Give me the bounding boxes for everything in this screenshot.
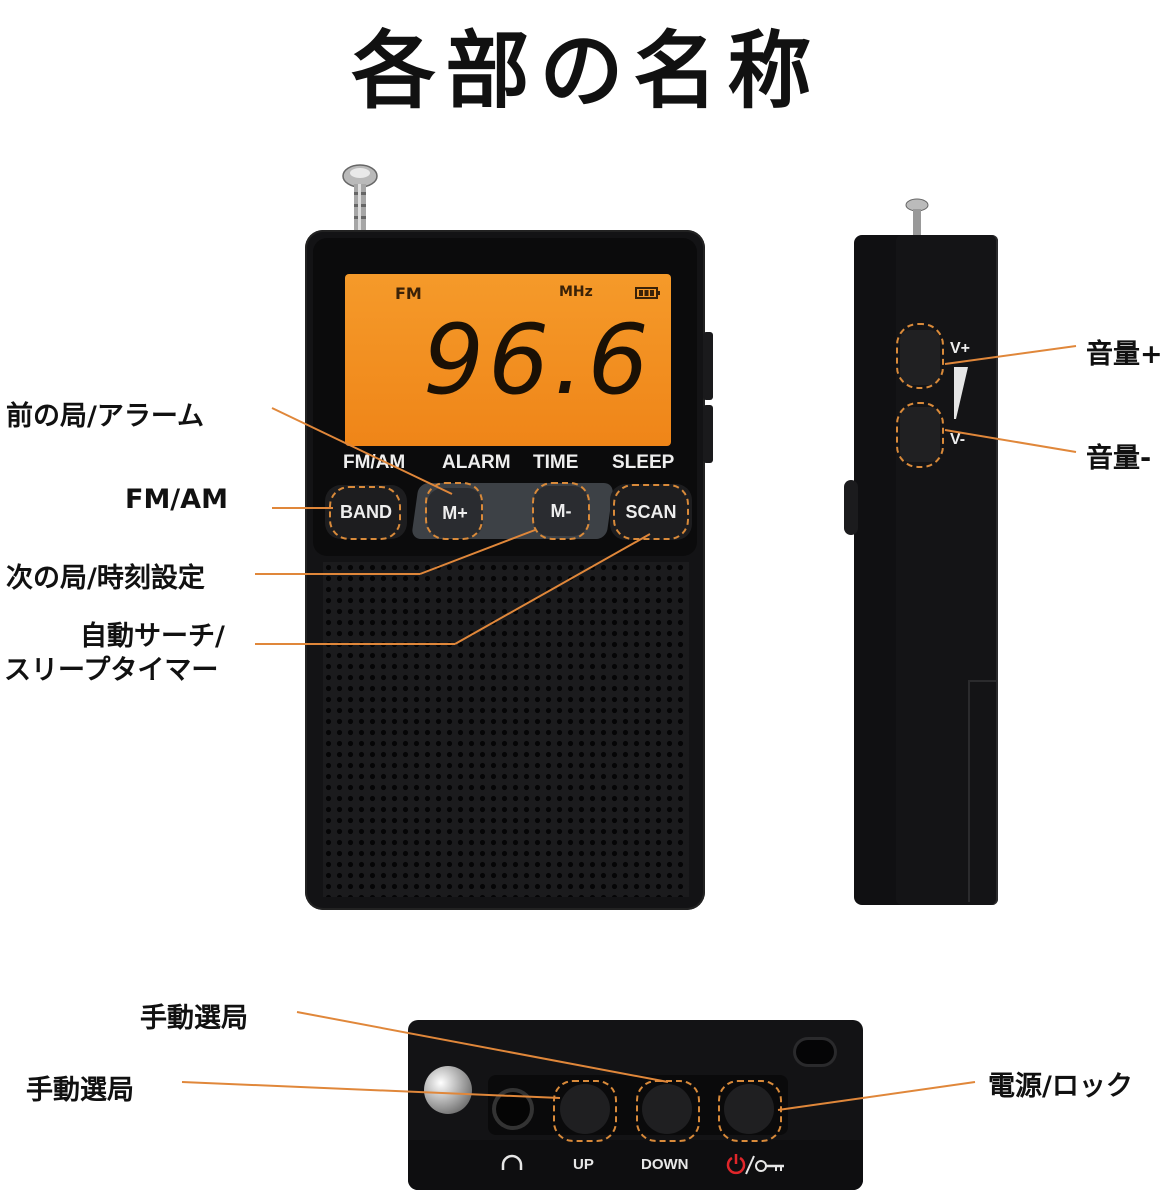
callout-manual-tuning-top: 手動選局 xyxy=(140,1003,248,1034)
volume-up-ring xyxy=(896,323,944,389)
vol-down-mark: V- xyxy=(950,431,966,448)
lcd-unit: MHz xyxy=(559,284,593,300)
callout-next-station: 次の局/時刻設定 xyxy=(6,563,205,594)
lcd-band: FM xyxy=(395,284,422,303)
side-knob xyxy=(844,480,858,535)
speaker-grille xyxy=(323,562,689,897)
down-label: DOWN xyxy=(641,1156,689,1173)
side-radio: V+ V- xyxy=(840,195,1005,910)
lcd-display: FM MHz 96.6 xyxy=(345,274,671,446)
bottom-lip xyxy=(408,1140,863,1190)
page-title: 各部の名称 xyxy=(351,22,822,120)
callout-auto-search-1: 自動サーチ/ xyxy=(80,621,225,652)
m-minus-ring xyxy=(532,482,590,540)
callout-power-lock: 電源/ロック xyxy=(988,1071,1133,1102)
strip-label-fmam: FM/AM xyxy=(343,452,406,473)
lcd-frequency: 96.6 xyxy=(423,304,653,416)
power-lock-icon xyxy=(726,1154,784,1175)
lanyard-hole xyxy=(796,1040,834,1064)
side-nub xyxy=(703,405,713,463)
vol-up-mark: V+ xyxy=(950,340,971,357)
callout-fm-am: FM/AM xyxy=(125,484,228,515)
bottom-radio: UP DOWN xyxy=(408,1020,863,1190)
up-label: UP xyxy=(573,1156,594,1173)
side-nub xyxy=(703,332,713,400)
scan-ring xyxy=(613,484,689,540)
callout-volume-down: 音量- xyxy=(1086,443,1152,474)
callout-prev-station: 前の局/アラーム xyxy=(6,401,205,432)
strip-label-alarm: ALARM xyxy=(442,452,511,473)
up-ring xyxy=(553,1080,617,1142)
antenna-tip-icon xyxy=(905,198,929,240)
headphone-icon xyxy=(501,1154,523,1170)
m-plus-ring xyxy=(425,482,483,540)
headphone-jack xyxy=(496,1092,530,1126)
callout-manual-tuning-left: 手動選局 xyxy=(26,1075,134,1106)
power-ring xyxy=(718,1080,782,1142)
callout-auto-search-2: スリープタイマー xyxy=(4,655,219,686)
callout-volume-up: 音量+ xyxy=(1086,339,1163,370)
volume-ramp-icon xyxy=(954,367,968,419)
antenna-tip-icon xyxy=(342,164,378,240)
strip-label-sleep: SLEEP xyxy=(612,452,675,473)
volume-down-ring xyxy=(896,402,944,468)
band-ring xyxy=(329,486,401,540)
strip-label-time: TIME xyxy=(533,452,579,473)
battery-icon xyxy=(635,287,660,299)
side-seam xyxy=(968,680,998,902)
front-radio: FM MHz 96.6 FM/AM ALARM TIME SLEEP BAND … xyxy=(305,160,715,915)
antenna-ball xyxy=(424,1066,472,1114)
